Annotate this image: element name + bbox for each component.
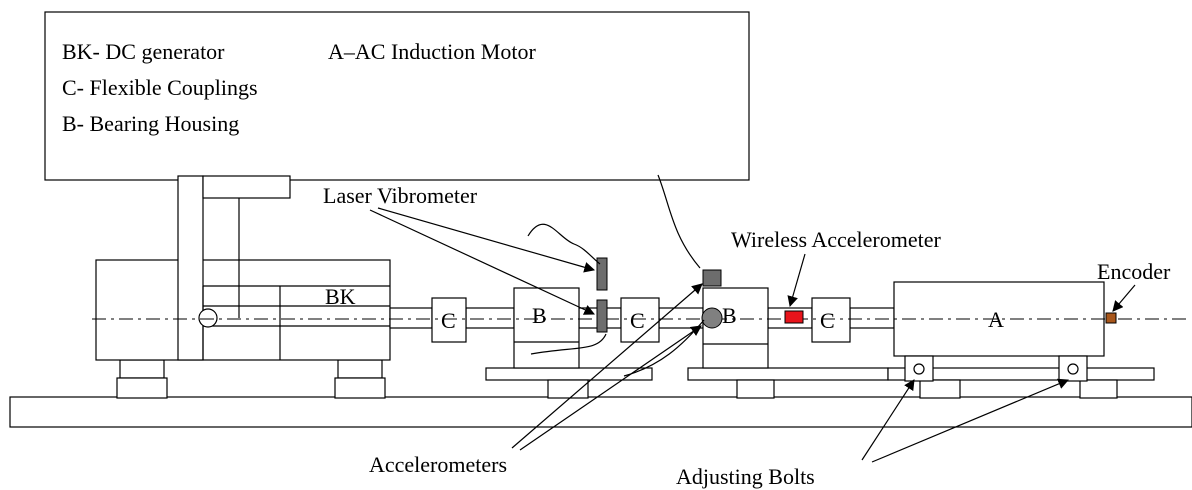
part-c1-label: C [441, 308, 456, 333]
bearing-housing-2: B [687, 287, 889, 399]
laser-vibrometer-label: Laser Vibrometer [323, 183, 478, 208]
laser-vibrometer-head-1 [596, 257, 608, 291]
legend-line1b: A–AC Induction Motor [328, 39, 536, 64]
coupling-2 [620, 297, 660, 343]
foot-right-b [334, 377, 386, 399]
part-b2-label: B [722, 303, 737, 328]
stand-post [177, 175, 204, 361]
ac-induction-motor-a: A [887, 281, 1155, 399]
cable-laser-1 [527, 223, 601, 265]
wireless-accelerometer-sensor [784, 310, 804, 324]
stand-arm [202, 175, 291, 199]
part-b1-label: B [532, 303, 547, 328]
base-plate [9, 396, 1192, 428]
wireless-accelerometer-label: Wireless Accelerometer [731, 227, 942, 252]
foot-right-a [337, 359, 383, 379]
legend-line3: B- Bearing Housing [62, 111, 239, 136]
adjusting-bolts-label: Adjusting Bolts [676, 464, 815, 489]
laser-vibrometer-head-2 [596, 299, 608, 333]
part-c2-label: C [630, 308, 645, 333]
foot-left-b [116, 377, 168, 399]
encoder-sensor [1105, 312, 1117, 324]
legend-line2: C- Flexible Couplings [62, 75, 258, 100]
bearing-housing-1: B [485, 287, 653, 399]
cable-accel-top [657, 174, 701, 269]
cable-laser-2 [530, 333, 607, 355]
legend-line1a: BK- DC generator [62, 39, 225, 64]
legend-box: BK- DC generator A–AC Induction Motor C-… [44, 11, 750, 181]
accelerometers-label: Accelerometers [369, 452, 507, 477]
generator-shaft-end [198, 308, 218, 328]
dc-generator-bk: BK [95, 175, 391, 399]
coupling-3 [811, 297, 851, 343]
generator-body [95, 259, 391, 361]
part-bk-label: BK [325, 284, 356, 309]
encoder-label: Encoder [1097, 259, 1171, 284]
accelerometer-side [701, 307, 723, 329]
part-c3-label: C [820, 308, 835, 333]
foot-left-a [119, 359, 165, 379]
coupling-1 [431, 297, 467, 343]
accelerometer-top [702, 269, 722, 287]
